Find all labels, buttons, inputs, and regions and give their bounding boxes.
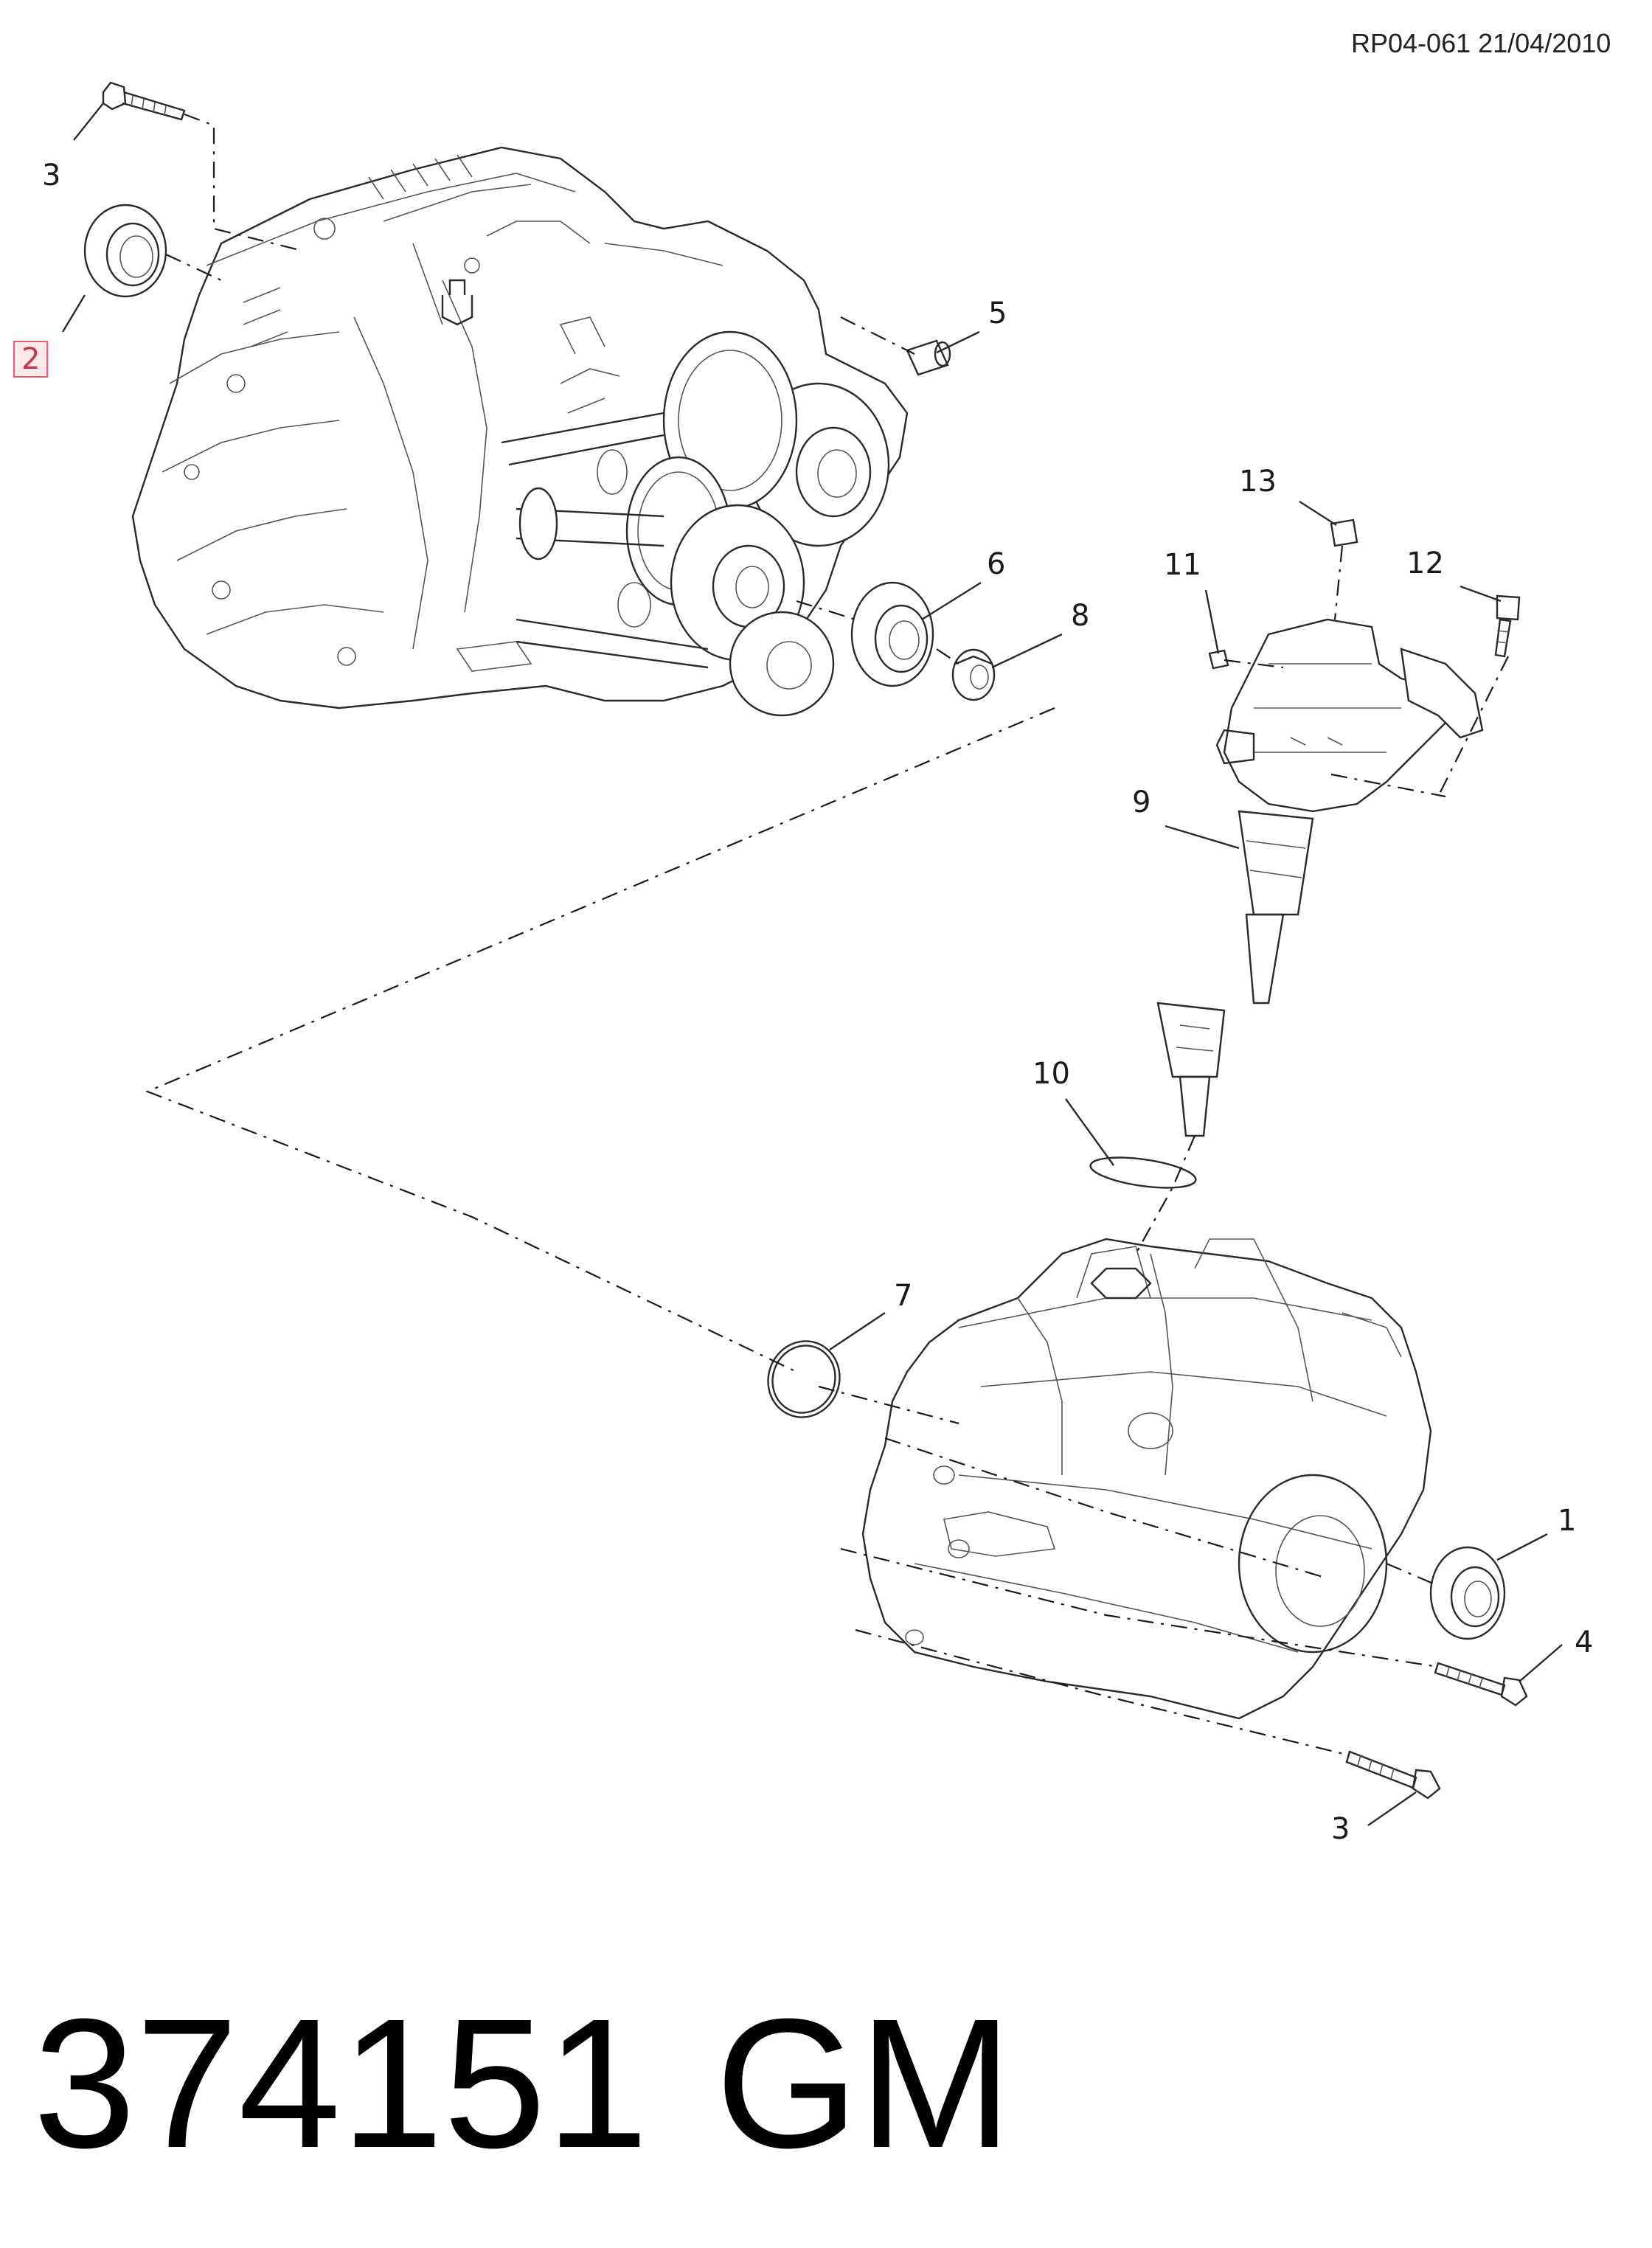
- seal-part-2: [83, 204, 167, 298]
- drawing-reference: RP04-061 21/04/2010: [1351, 28, 1611, 58]
- upper-transmission-housing: [131, 146, 909, 717]
- callout-1: 1: [1558, 1504, 1577, 1538]
- washer-part-8: [951, 648, 996, 701]
- gear-cluster: [456, 316, 890, 717]
- callout-12: 12: [1406, 547, 1444, 580]
- seal-part-1: [1429, 1546, 1506, 1640]
- brand-label: GM: [715, 1980, 1013, 2186]
- part-number: 374151: [33, 1980, 649, 2186]
- alignment-lines: [145, 113, 1509, 1757]
- callout-13: 13: [1239, 465, 1277, 499]
- callout-9: 9: [1132, 785, 1151, 819]
- bolt-part-3-lower: [1345, 1750, 1441, 1800]
- leader-lines: [61, 103, 1563, 1826]
- callout-3-lower: 3: [1331, 1812, 1350, 1846]
- sleeve-part-5: [906, 339, 951, 376]
- clip-part-11: [1208, 649, 1229, 670]
- bolt-part-3-upper: [102, 81, 186, 121]
- bearing-part-6: [850, 581, 934, 687]
- bolt-part-12: [1494, 594, 1521, 658]
- cap-part-13: [1330, 518, 1358, 547]
- callout-6: 6: [987, 547, 1006, 581]
- callout-7: 7: [894, 1279, 913, 1313]
- gearshift-control-assembly: [1156, 618, 1484, 1137]
- callout-4: 4: [1575, 1626, 1594, 1659]
- callout-11: 11: [1164, 548, 1201, 582]
- bolt-part-4: [1434, 1662, 1528, 1707]
- callout-10: 10: [1032, 1057, 1070, 1091]
- o-ring-part-10: [1089, 1156, 1197, 1189]
- lower-transmission-housing: [861, 1238, 1432, 1720]
- callout-3-upper: 3: [42, 159, 61, 192]
- callout-8: 8: [1071, 599, 1090, 633]
- callout-2-highlighted[interactable]: 2: [13, 341, 49, 378]
- callout-5: 5: [988, 296, 1007, 330]
